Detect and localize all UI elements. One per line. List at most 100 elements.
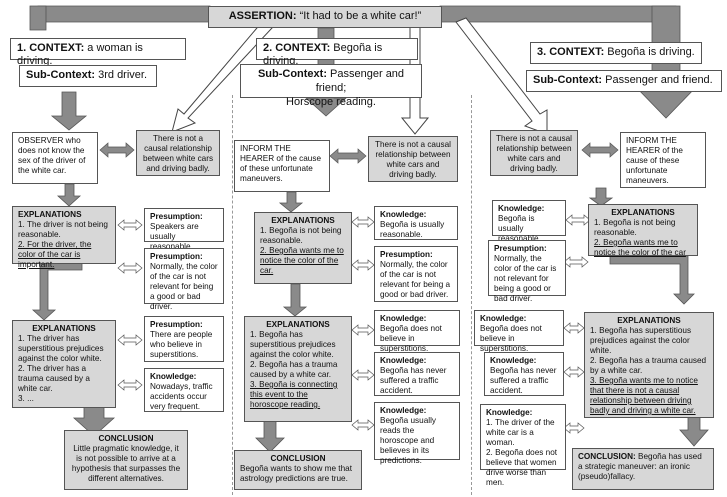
col1-conclusion: CONCLUSION Little pragmatic knowledge, i… — [64, 430, 188, 490]
col3-exp2-item: 2. Begoña has a trauma caused by a white… — [590, 356, 707, 375]
col2-know4-title: Knowledge: — [380, 406, 427, 415]
assertion-box: ASSERTION: “It had to be a white car!” — [208, 6, 442, 28]
col2-knowledge2: Knowledge: Begoña does not believe in su… — [374, 310, 460, 353]
col1-explanations1: EXPLANATIONS 1. The driver is not being … — [12, 206, 116, 269]
col2-know3-text: Begoña has never suffered a traffic acci… — [380, 366, 447, 395]
column-separator-1 — [232, 95, 233, 495]
col2-know4-text: Begoña usually reads the horoscope and b… — [380, 416, 436, 465]
col3-context-text: Begoña is driving. — [607, 46, 695, 58]
arrow-assertion-col3 — [455, 17, 548, 135]
col1-explanations2: EXPLANATIONS 1. The driver has superstit… — [12, 320, 116, 408]
col1-exp2-item: 1. The driver has superstitious prejudic… — [18, 334, 104, 363]
col2-inform: INFORM THE HEARER of the cause of these … — [234, 140, 330, 192]
col3-causal: There is not a causal relationship betwe… — [490, 130, 578, 176]
double-arrow-small-8 — [351, 369, 375, 381]
col2-subcontext: Sub-Context: Passenger and friend; Horsc… — [240, 64, 422, 108]
col1-subcontext-text: 3rd driver. — [98, 69, 148, 81]
col1-observer: OBSERVER who does not know the sex of th… — [12, 132, 98, 184]
col2-know3-title: Knowledge: — [380, 356, 427, 365]
arrow-col3-conclusion — [679, 415, 709, 447]
col3-know4-item: 2. Begoña does not believe that women dr… — [486, 448, 558, 487]
col1-exp2-title: EXPLANATIONS — [32, 324, 96, 333]
col2-know1-text: Begoña is usually reasonable. — [380, 220, 445, 239]
col3-subcontext-text: Passenger and friend. — [605, 74, 713, 86]
col2-causal: There is not a causal relationship betwe… — [368, 136, 458, 182]
col2-exp2-item: 1. Begoña has superstitious prejudices a… — [250, 330, 336, 359]
col2-subcontext-text1: Passenger and friend; — [315, 68, 405, 94]
col3-know1-title: Knowledge: — [498, 204, 545, 213]
col1-context-label: 1. CONTEXT: — [17, 42, 85, 54]
col3-know3-title: Knowledge: — [490, 356, 537, 365]
column-separator-2 — [471, 95, 472, 495]
col1-pres2-title: Presumption: — [150, 252, 203, 261]
col3-know4-title: Knowledge: — [486, 408, 533, 417]
col3-subcontext-label: Sub-Context: — [533, 74, 603, 86]
arrow-col1-conclusion — [72, 406, 116, 437]
double-arrow-small-4 — [117, 379, 143, 391]
col2-exp1-item: 1. Begoña is not being reasonable. — [260, 226, 342, 245]
arrow-col1-subdown — [50, 91, 88, 131]
col2-know2-text: Begoña does not believe in superstitions… — [380, 324, 442, 353]
col1-pres3-text: There are people who believe in supersti… — [150, 330, 213, 359]
col2-knowledge1: Knowledge: Begoña is usually reasonable. — [374, 206, 458, 240]
col3-explanations1: EXPLANATIONS 1. Begoña is not being reas… — [588, 204, 698, 257]
col1-subcontext: Sub-Context: 3rd driver. — [19, 65, 157, 87]
col3-know1-text: Begoña is usually reasonable. — [498, 214, 541, 243]
col2-context-label: 2. CONTEXT: — [263, 42, 331, 54]
col2-explanations2: EXPLANATIONS 1. Begoña has superstitious… — [244, 316, 352, 422]
col1-pres1-title: Presumption: — [150, 212, 203, 221]
col3-explanations2: EXPLANATIONS 1. Begoña has superstitious… — [584, 312, 714, 418]
double-arrow-col2-top — [329, 148, 367, 164]
col1-subcontext-label: Sub-Context: — [26, 69, 96, 81]
col3-know4-item: 1. The driver of the white car is a woma… — [486, 418, 555, 447]
col3-exp2-item: 3. Begoña wants me to notice that there … — [590, 376, 698, 415]
col2-conclusion-text: Begoña wants to show me that astrology p… — [240, 464, 352, 483]
col2-conclusion: CONCLUSION Begoña wants to show me that … — [234, 450, 362, 490]
col1-know1-text: Nowadays, traffic accidents occur very f… — [150, 382, 213, 411]
col2-knowledge4: Knowledge: Begoña usually reads the horo… — [374, 402, 460, 465]
col3-conclusion-text: Begoña has used a strategic maneuver: an… — [578, 452, 702, 481]
double-arrow-small-3 — [117, 334, 143, 346]
col3-context: 3. CONTEXT: Begoña is driving. — [530, 42, 702, 64]
col1-exp2-item: 2. The driver has a trauma caused by a w… — [18, 364, 90, 393]
col2-explanations1: EXPLANATIONS 1. Begoña is not being reas… — [254, 212, 352, 284]
col3-exp1-item: 2. Begoña wants me to notice the color o… — [594, 238, 686, 257]
col2-exp2-item: 3. Begoña is connecting this event to th… — [250, 380, 338, 409]
col2-exp2-item: 2. Begoña has a trauma caused by a white… — [250, 360, 338, 379]
arrow-col1-obs-down — [56, 183, 82, 207]
double-arrow-small-5 — [351, 216, 375, 228]
arrow-top-right — [439, 5, 677, 23]
col1-exp1-item: 2. For the driver, the color of the car … — [18, 240, 92, 269]
col2-subcontext-label: Sub-Context: — [257, 68, 327, 80]
col1-know1-title: Knowledge: — [150, 372, 197, 381]
col1-context-text: a woman is driving. — [17, 42, 143, 68]
col1-conclusion-title: CONCLUSION — [98, 434, 154, 443]
col1-context: 1. CONTEXT: a woman is driving. — [10, 38, 186, 67]
double-arrow-small-13 — [563, 366, 585, 378]
double-arrow-small-14 — [563, 422, 585, 434]
col3-context-label: 3. CONTEXT: — [537, 46, 605, 58]
double-arrow-small-7 — [351, 324, 375, 336]
col1-pres2-text: Normally, the color of the car is not re… — [150, 262, 218, 311]
double-arrow-small-1 — [117, 219, 143, 231]
double-arrow-small-2 — [117, 262, 143, 274]
col3-knowledge2: Knowledge: Begoña does not believe in su… — [474, 310, 564, 353]
col2-exp1-title: EXPLANATIONS — [271, 216, 335, 225]
col3-exp2-title: EXPLANATIONS — [617, 316, 681, 325]
col1-exp1-title: EXPLANATIONS — [18, 210, 82, 219]
double-arrow-small-11 — [563, 256, 589, 268]
col2-exp2-title: EXPLANATIONS — [266, 320, 330, 329]
col3-exp2-item: 1. Begoña has superstitious prejudices a… — [590, 326, 692, 355]
arrow-col2-exp-down — [282, 283, 308, 317]
double-arrow-small-10 — [565, 214, 591, 226]
col1-causal: There is not a causal relationship betwe… — [136, 130, 220, 176]
col3-inform: INFORM THE HEARER of the cause of these … — [620, 132, 706, 188]
col3-know2-text: Begoña does not believe in superstitions… — [480, 324, 542, 353]
double-arrow-small-12 — [563, 322, 585, 334]
assertion-quote: “It had to be a white car!” — [299, 10, 422, 22]
col2-conclusion-title: CONCLUSION — [270, 454, 326, 463]
arrow-col2-inform-down — [278, 191, 304, 213]
arrow-col3-L — [609, 255, 695, 305]
col2-subcontext-text2: Horscope reading. — [286, 95, 376, 108]
col3-exp1-title: EXPLANATIONS — [611, 208, 675, 217]
